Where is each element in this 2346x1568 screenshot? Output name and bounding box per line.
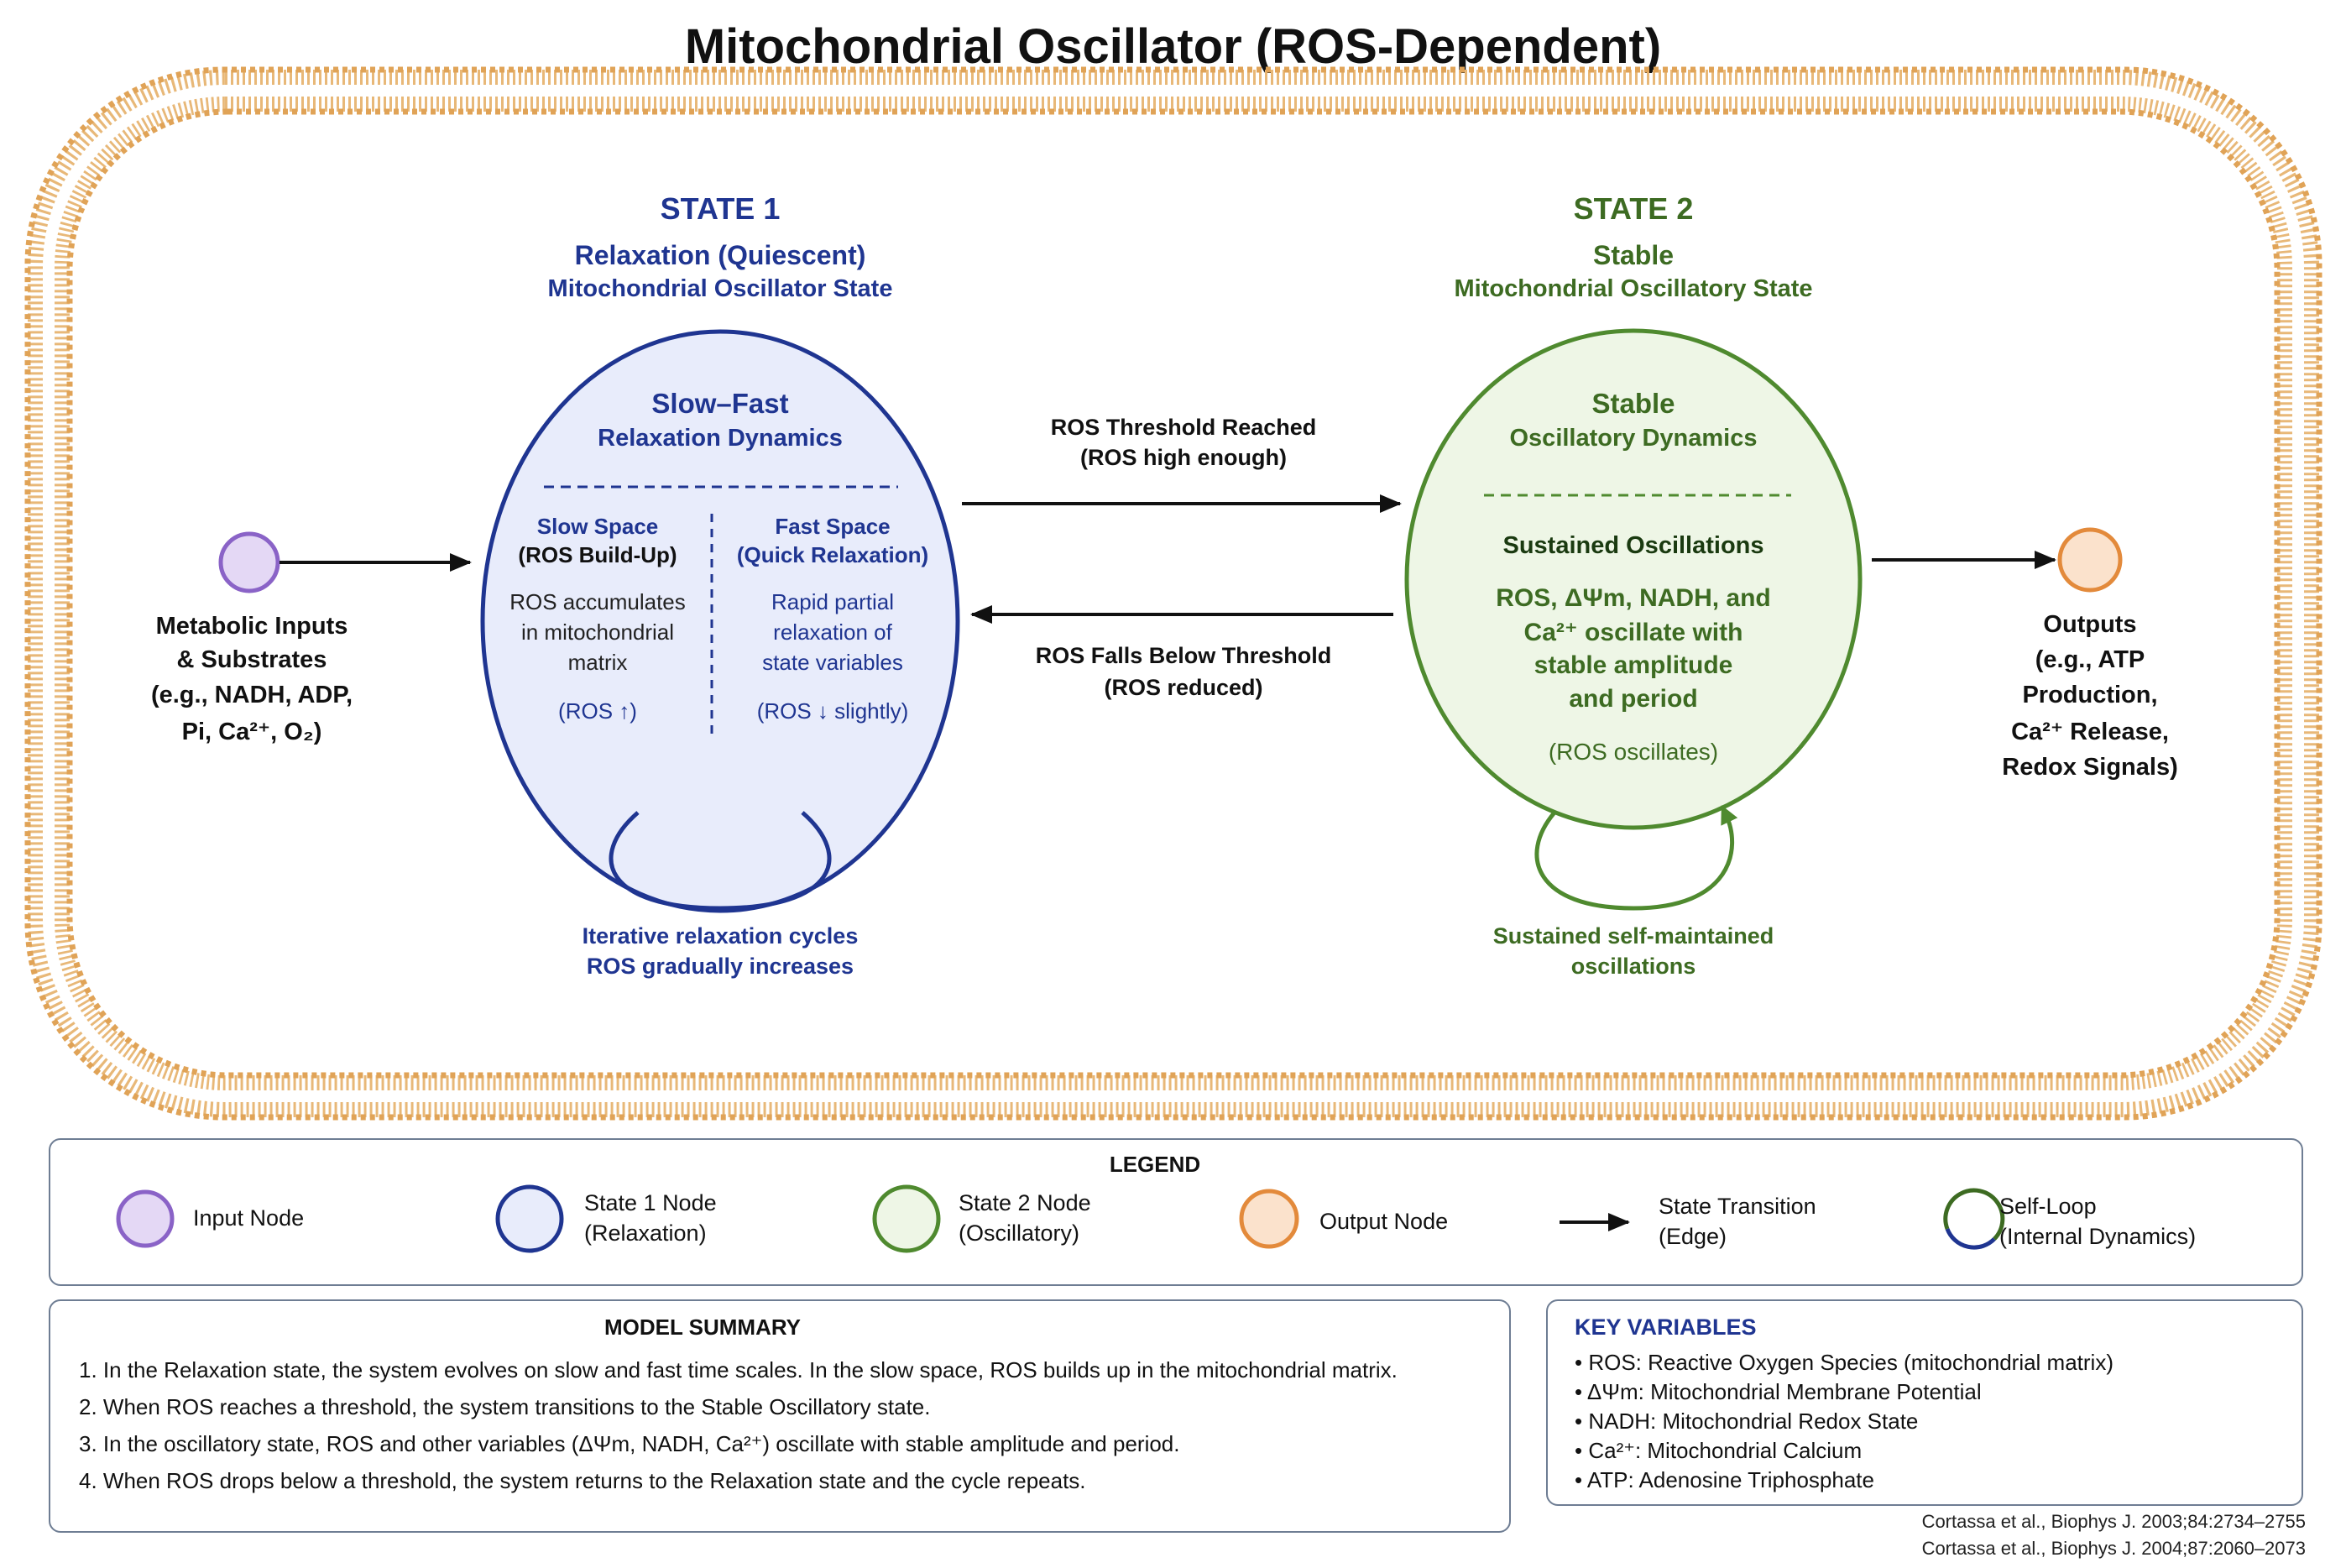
- state2-name: Stable: [1592, 240, 1675, 270]
- input-label-3: (e.g., NADH, ADP,: [150, 682, 353, 708]
- key-variables-title: KEY VARIABLES: [1575, 1315, 1757, 1340]
- legend-loop-swatch: [1943, 1188, 2005, 1241]
- state1-node-title: Slow–Fast: [651, 388, 789, 419]
- input-node: [218, 531, 280, 593]
- legend-loop-label-1: Self-Loop: [1999, 1194, 2097, 1219]
- page-title: Mitochondrial Oscillator (ROS-Dependent): [684, 19, 1662, 74]
- key-variable-dpsim: • ΔΨm: Mitochondrial Membrane Potential: [1575, 1379, 1982, 1404]
- output-node: [2057, 527, 2123, 593]
- fast-space-subheading: (Quick Relaxation): [736, 542, 929, 567]
- legend-input-swatch: [116, 1189, 175, 1248]
- state2-body-3: stable amplitude: [1534, 651, 1733, 679]
- state1-self-loop: [609, 811, 832, 911]
- state2-sustained: Sustained Oscillations: [1502, 532, 1764, 559]
- state1-loop-label-1: Iterative relaxation cycles: [582, 923, 859, 949]
- legend-state1-label-2: (Relaxation): [584, 1220, 707, 1246]
- legend-state2-swatch: [872, 1184, 941, 1253]
- state2-node: [1404, 328, 1863, 830]
- forward-edge-label-1: ROS Threshold Reached: [1050, 415, 1317, 440]
- legend-output-label: Output Node: [1319, 1209, 1449, 1234]
- summary-item-3: 3. In the oscillatory state, ROS and oth…: [79, 1431, 1180, 1456]
- output-label-3: Production,: [2022, 682, 2158, 708]
- legend-edge-label-2: (Edge): [1659, 1224, 1727, 1249]
- state1-node: [480, 329, 960, 913]
- summary-item-2: 2. When ROS reaches a threshold, the sys…: [79, 1394, 931, 1419]
- model-summary-title: MODEL SUMMARY: [604, 1315, 801, 1340]
- state2-loop-label-1: Sustained self-maintained: [1492, 923, 1774, 949]
- state2-body-1: ROS, ΔΨm, NADH, and: [1496, 584, 1771, 612]
- legend-output-swatch: [1239, 1189, 1299, 1249]
- key-variable-nadh: • NADH: Mitochondrial Redox State: [1575, 1409, 1919, 1434]
- state1-node-subtitle: Relaxation Dynamics: [598, 425, 843, 452]
- forward-edge-label-2: (ROS high enough): [1080, 445, 1287, 470]
- legend-loop-label-2: (Internal Dynamics): [1999, 1224, 2197, 1249]
- legend-box: [49, 1138, 2303, 1286]
- state2-subname: Mitochondrial Oscillatory State: [1454, 275, 1813, 302]
- output-label-4: Ca²⁺ Release,: [2011, 719, 2169, 745]
- slow-space-body-2: in mitochondrial: [520, 619, 675, 645]
- state2-body-4: and period: [1569, 685, 1698, 713]
- oscillator-diagram: [24, 66, 2322, 1121]
- legend-state1-label-1: State 1 Node: [584, 1190, 717, 1215]
- fast-space-body-3: state variables: [762, 650, 903, 675]
- summary-item-1: 1. In the Relaxation state, the system e…: [79, 1357, 1398, 1382]
- key-variable-atp: • ATP: Adenosine Triphosphate: [1575, 1467, 1874, 1492]
- slow-space-heading: Slow Space: [536, 514, 659, 539]
- legend-state2-label-2: (Oscillatory): [959, 1220, 1080, 1246]
- input-label-2: & Substrates: [176, 646, 327, 673]
- slow-space-body-1: ROS accumulates: [509, 589, 686, 614]
- model-summary-box: [49, 1299, 1511, 1533]
- fast-space-heading: Fast Space: [775, 514, 891, 539]
- legend-symbols: [116, 1184, 2005, 1253]
- back-edge-label-1: ROS Falls Below Threshold: [1035, 643, 1332, 668]
- state2-body-2: Ca²⁺ oscillate with: [1523, 619, 1743, 646]
- slow-space-body-3: matrix: [567, 650, 628, 675]
- state2-node-subtitle: Oscillatory Dynamics: [1509, 425, 1758, 452]
- state2-loop-label-2: oscillations: [1570, 954, 1696, 979]
- fast-space-tag: (ROS ↓ slightly): [756, 698, 909, 724]
- legend-state2-label-1: State 2 Node: [959, 1190, 1091, 1215]
- legend-state1-swatch: [495, 1184, 564, 1253]
- back-edge-label-2: (ROS reduced): [1104, 675, 1263, 700]
- state2-tag: (ROS oscillates): [1548, 739, 1719, 765]
- output-label-5: Redox Signals): [2002, 754, 2178, 781]
- key-variables-box: [1546, 1299, 2303, 1506]
- state2-self-loop: [1534, 805, 1738, 911]
- citation-1: Cortassa et al., Biophys J. 2003;84:2734…: [1921, 1511, 2306, 1532]
- input-label-4: Pi, Ca²⁺, O₂): [181, 719, 322, 745]
- summary-item-4: 4. When ROS drops below a threshold, the…: [79, 1468, 1086, 1493]
- key-variable-ros: • ROS: Reactive Oxygen Species (mitochon…: [1575, 1350, 2113, 1375]
- fast-space-body-1: Rapid partial: [771, 589, 894, 614]
- state2-heading: STATE 2: [1573, 191, 1694, 226]
- fast-space-body-2: relaxation of: [773, 619, 892, 645]
- output-label-2: (e.g., ATP: [2035, 646, 2145, 673]
- key-variable-calcium: • Ca²⁺: Mitochondrial Calcium: [1575, 1438, 1863, 1463]
- legend-edge-label-1: State Transition: [1659, 1194, 1816, 1219]
- state1-name: Relaxation (Quiescent): [574, 240, 866, 270]
- cell-membrane: [24, 66, 2322, 1121]
- state2-node-title: Stable: [1591, 388, 1675, 419]
- state1-heading: STATE 1: [660, 191, 781, 226]
- slow-space-tag: (ROS ↑): [558, 698, 637, 724]
- key-variables-list: • ROS: Reactive Oxygen Species (mitochon…: [1575, 1348, 2288, 1495]
- citation-2: Cortassa et al., Biophys J. 2004;87:2060…: [1921, 1538, 2306, 1559]
- state1-subname: Mitochondrial Oscillator State: [547, 275, 893, 302]
- state1-loop-label-2: ROS gradually increases: [586, 954, 854, 979]
- output-label-1: Outputs: [2043, 611, 2137, 638]
- slow-space-subheading: (ROS Build-Up): [518, 542, 677, 567]
- input-label-1: Metabolic Inputs: [155, 613, 348, 640]
- legend-title: LEGEND: [1109, 1152, 1201, 1177]
- model-summary-list: 1. In the Relaxation state, the system e…: [79, 1351, 1497, 1499]
- legend-input-label: Input Node: [193, 1205, 305, 1231]
